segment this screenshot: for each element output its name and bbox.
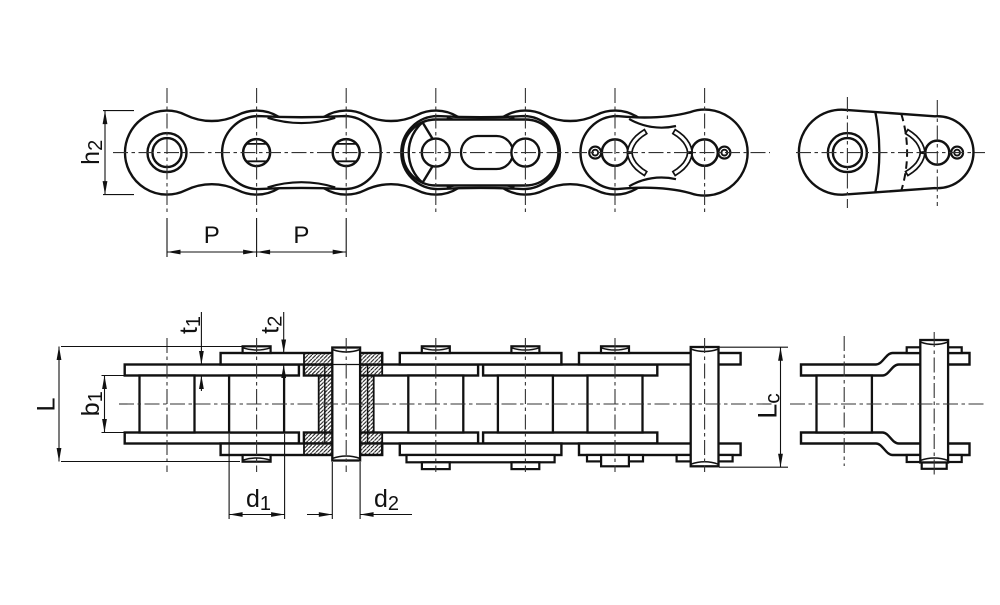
svg-text:P: P bbox=[293, 222, 309, 249]
svg-text:t1: t1 bbox=[175, 316, 205, 334]
svg-text:d1: d1 bbox=[246, 485, 271, 515]
svg-text:t2: t2 bbox=[257, 316, 287, 334]
svg-text:P: P bbox=[204, 222, 220, 249]
svg-text:L: L bbox=[33, 397, 61, 411]
